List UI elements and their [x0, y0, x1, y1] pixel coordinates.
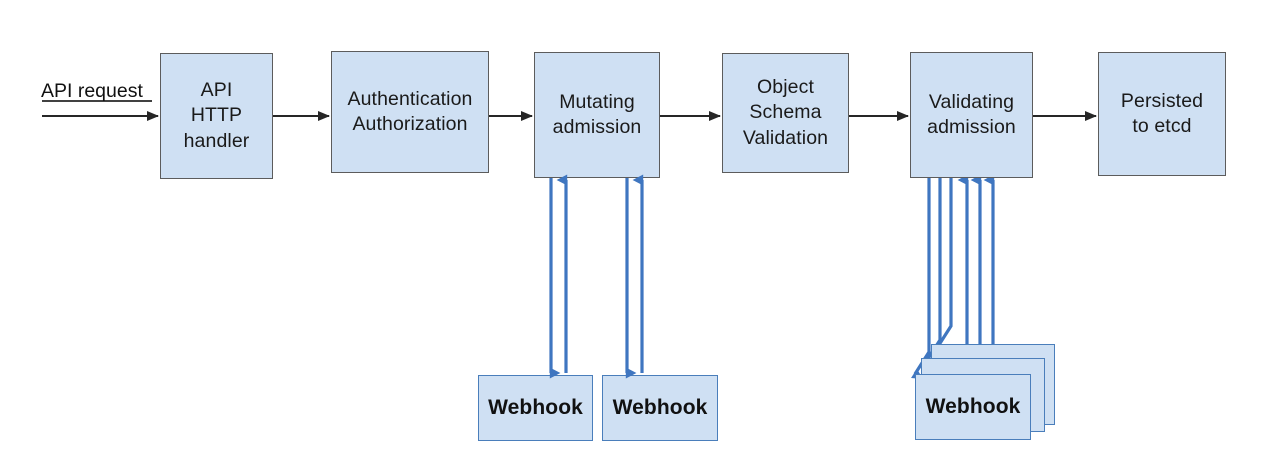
node-mutating-webhook-1[interactable]: Webhook — [478, 375, 593, 441]
node-object-schema-validation[interactable]: Object Schema Validation — [722, 53, 849, 173]
node-validating-webhook-stack-front[interactable]: Webhook — [915, 374, 1031, 440]
validating-down-arrow-3 — [933, 178, 953, 354]
node-validating-admission[interactable]: Validating admission — [910, 52, 1033, 178]
node-api-http-handler[interactable]: API HTTP handler — [160, 53, 273, 179]
node-persisted-to-etcd[interactable]: Persisted to etcd — [1098, 52, 1226, 176]
validating-down-arrow-1 — [911, 178, 931, 380]
node-authentication-authorization[interactable]: Authentication Authorization — [331, 51, 489, 173]
api-request-arrow — [42, 100, 159, 121]
api-request-label: API request — [41, 80, 143, 102]
node-mutating-admission[interactable]: Mutating admission — [534, 52, 660, 178]
validating-down-arrow-2 — [922, 178, 942, 368]
node-mutating-webhook-2[interactable]: Webhook — [602, 375, 718, 441]
